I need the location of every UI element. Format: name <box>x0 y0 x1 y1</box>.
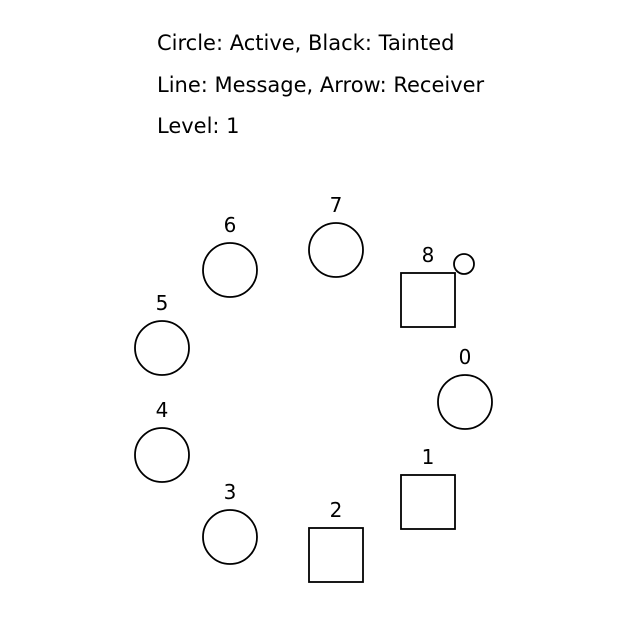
node-4: 4 <box>134 398 190 483</box>
node-5: 5 <box>134 291 190 376</box>
node-8-label: 8 <box>422 243 435 267</box>
node-5-circle-shape <box>134 320 190 376</box>
node-7-label: 7 <box>330 193 343 217</box>
node-6-label: 6 <box>224 213 237 237</box>
node-2-label: 2 <box>330 498 343 522</box>
node-8-square-shape <box>400 272 456 328</box>
node-0: 0 <box>437 345 493 430</box>
node-6-circle-shape <box>202 242 258 298</box>
legend-line-shapes: Circle: Active, Black: Tainted <box>157 31 454 55</box>
node-8-small-circle-marker <box>453 253 475 275</box>
legend-line-level: Level: 1 <box>157 114 240 138</box>
legend-line-messages: Line: Message, Arrow: Receiver <box>157 73 485 97</box>
node-8: 8 <box>400 243 475 328</box>
node-7-circle-shape <box>308 222 364 278</box>
node-4-label: 4 <box>156 398 169 422</box>
node-2: 2 <box>308 498 364 583</box>
node-7: 7 <box>308 193 364 278</box>
node-1-label: 1 <box>422 445 435 469</box>
node-4-circle-shape <box>134 427 190 483</box>
node-0-label: 0 <box>459 345 472 369</box>
node-3-circle-shape <box>202 509 258 565</box>
node-3: 3 <box>202 480 258 565</box>
node-0-circle-shape <box>437 374 493 430</box>
node-1-square-shape <box>400 474 456 530</box>
node-1: 1 <box>400 445 456 530</box>
node-5-label: 5 <box>156 291 169 315</box>
node-3-label: 3 <box>224 480 237 504</box>
node-2-square-shape <box>308 527 364 583</box>
node-6: 6 <box>202 213 258 298</box>
